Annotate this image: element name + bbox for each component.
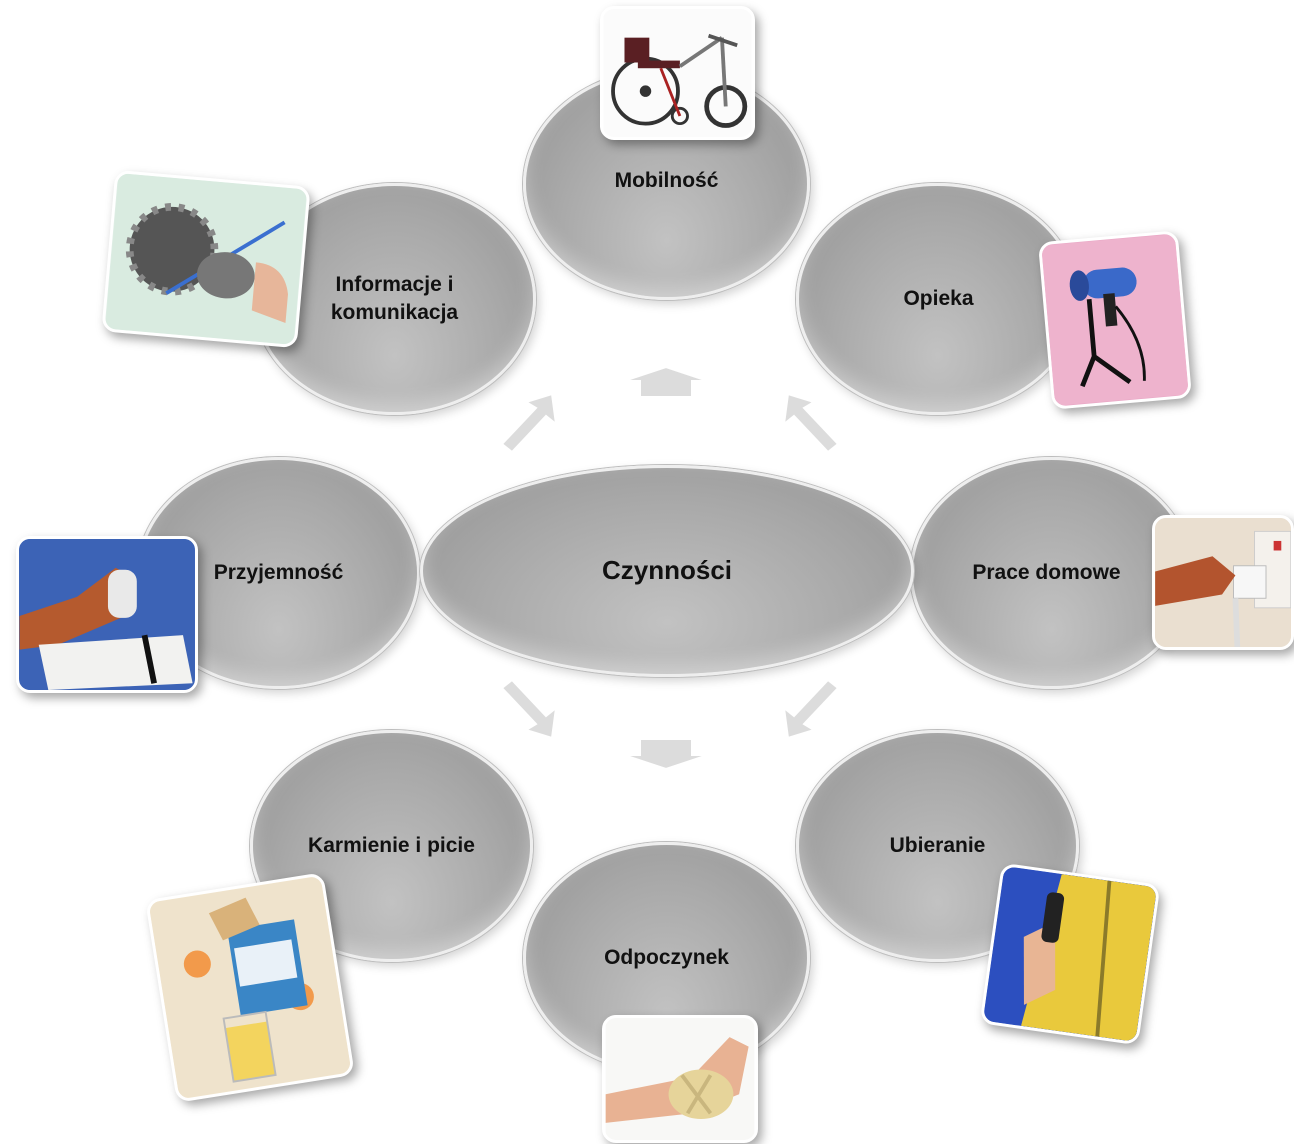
arrow-upper-left-icon (500, 392, 558, 454)
label-line-1: Informacje i (335, 272, 454, 296)
arrow-upper-right-icon (782, 392, 840, 454)
page-turner-image (16, 536, 198, 693)
zipper-aid-image (979, 862, 1161, 1046)
node-label: Opieka (903, 286, 974, 310)
arrow-up-icon (623, 365, 709, 398)
node-prace-domowe: Prace domowe (910, 457, 1193, 689)
node-label: Karmienie i picie (308, 833, 475, 857)
wheelchair-image (600, 6, 755, 140)
jug-holder-image (145, 872, 355, 1103)
plug-aid-image (1152, 515, 1294, 650)
arrow-lower-right-icon (782, 678, 840, 740)
node-label: Mobilność (614, 168, 719, 192)
hairdryer-image (1037, 230, 1193, 410)
center-label: Czynności (601, 555, 733, 586)
arrow-lower-left-icon (500, 678, 558, 740)
node-label: Ubieranie (889, 833, 986, 857)
node-czynnosci: Czynności (420, 465, 914, 677)
writing-aid-image (101, 169, 311, 349)
label-line-2: komunikacja (330, 301, 459, 324)
arrow-down-icon (623, 738, 709, 771)
heel-protector-image (602, 1015, 758, 1143)
node-label: Odpoczynek (604, 945, 729, 969)
node-label: Prace domowe (972, 560, 1121, 584)
node-opieka: Opieka (796, 183, 1079, 415)
node-label: Informacje i komunikacja (321, 271, 468, 328)
node-label: Przyjemność (213, 560, 344, 584)
